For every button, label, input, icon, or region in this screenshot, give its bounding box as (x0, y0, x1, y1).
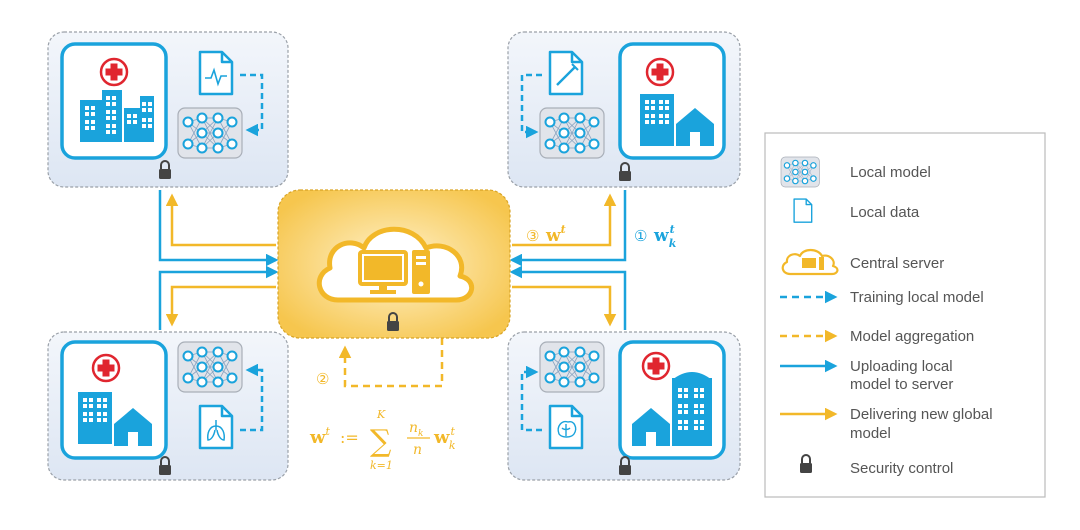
legend-item-uploading: Uploading local model to server (780, 358, 953, 393)
document-icon (198, 50, 234, 96)
formula-sum-upper: K (376, 408, 386, 421)
legend-item-central-server: Central server (781, 248, 944, 276)
document-icon (793, 198, 813, 223)
legend: Local model Local data Central server Tr… (764, 132, 1046, 498)
upload-arrow-top-right (509, 190, 627, 267)
neural-network-icon (539, 107, 605, 159)
upload-arrow-bottom-right (509, 265, 627, 330)
training-arrow (520, 73, 542, 139)
step3-label: wt (545, 223, 566, 246)
upload-arrow-bottom-left (158, 265, 279, 330)
formula-lhs: wt (309, 425, 331, 448)
legend-label: Local data (850, 204, 920, 221)
training-arrow (520, 365, 542, 432)
formula-denominator: n (413, 442, 422, 458)
legend-label: Uploading local (850, 358, 953, 375)
deliver-arrow-bottom-left (165, 285, 276, 327)
legend-item-delivering: Delivering new global model (780, 406, 993, 442)
formula-numerator: nk (409, 420, 424, 439)
document-icon (198, 404, 234, 450)
lungs-glyph (207, 420, 225, 441)
syringe-glyph (556, 66, 576, 86)
document-icon (548, 50, 584, 96)
brain-glyph (557, 420, 577, 438)
neural-network-icon (780, 156, 821, 188)
legend-label: Model aggregation (850, 328, 974, 345)
cloud-computer-icon (781, 248, 839, 276)
legend-label: Local model (850, 164, 931, 181)
formula-sigma: ∑ (370, 424, 392, 459)
site-top-right (507, 31, 741, 188)
legend-item-training: Training local model (780, 289, 984, 306)
deliver-arrow-top-right (512, 193, 617, 247)
legend-label: model (850, 425, 891, 442)
site-bottom-left (47, 331, 289, 481)
formula-assign: := (340, 428, 359, 447)
connection-lines (158, 190, 627, 388)
legend-label: Central server (850, 255, 944, 272)
document-icon (548, 404, 584, 450)
training-arrow (240, 73, 264, 137)
legend-label: model to server (850, 376, 953, 393)
legend-box (764, 132, 1046, 498)
training-arrow (240, 363, 264, 432)
legend-label: Training local model (850, 289, 984, 306)
aggregation-loop (338, 338, 444, 388)
upload-arrow-top-left (158, 190, 279, 267)
step3-number: ③ (526, 228, 539, 245)
formula-sum-lower: k=1 (370, 459, 393, 472)
neural-network-icon (539, 341, 605, 393)
legend-item-security: Security control (799, 454, 953, 477)
hospital-icon (60, 42, 168, 160)
legend-item-local-data: Local data (793, 198, 920, 223)
step2-number: ② (316, 371, 329, 388)
site-bottom-right (507, 331, 741, 481)
site-top-left (47, 31, 289, 188)
step1-number: ① (634, 228, 647, 245)
hospital-icon (618, 340, 726, 460)
central-server (277, 189, 511, 339)
hospital-icon (618, 42, 726, 160)
neural-network-icon (177, 341, 243, 393)
deliver-arrow-bottom-right (512, 285, 617, 327)
neural-network-icon (177, 107, 243, 159)
cloud-computer-icon (316, 226, 474, 303)
legend-label: Security control (850, 460, 953, 477)
legend-item-local-model: Local model (780, 156, 931, 188)
hospital-icon (60, 340, 168, 460)
ecg-glyph (205, 67, 227, 87)
legend-item-aggregation: Model aggregation (780, 328, 974, 345)
deliver-arrow-top-left (165, 193, 276, 247)
legend-label: Delivering new global (850, 406, 993, 423)
